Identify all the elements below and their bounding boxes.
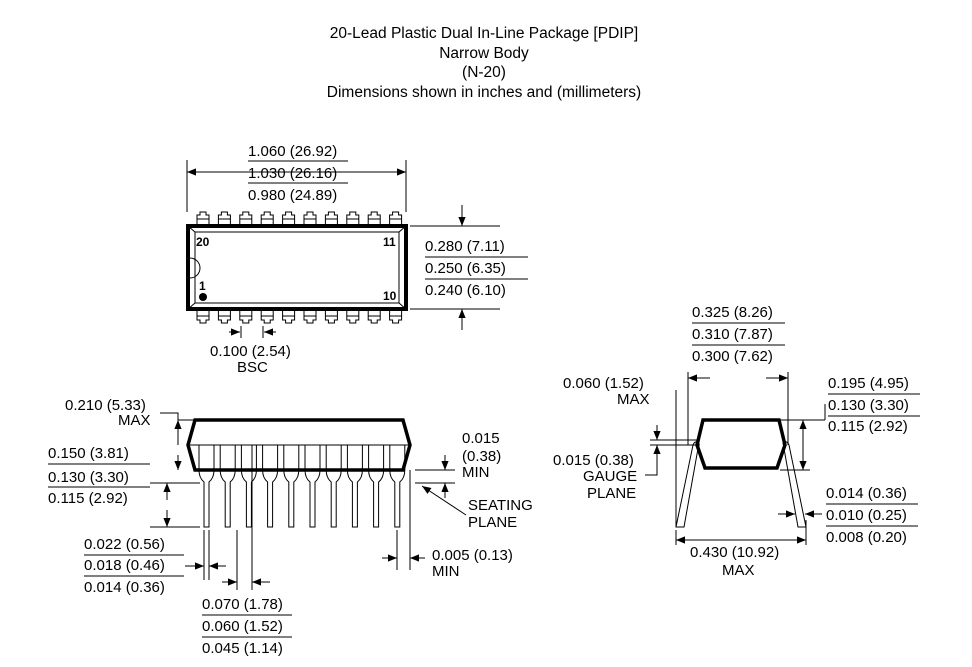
overall-width-max: MAX bbox=[722, 562, 755, 579]
pin-label-20: 20 bbox=[196, 235, 210, 249]
lead-thickness-min: 0.008 (0.20) bbox=[826, 529, 907, 546]
side-lead bbox=[389, 445, 406, 528]
height-max-label: MAX bbox=[118, 412, 151, 429]
row-spacing-max: 0.325 (8.26) bbox=[692, 304, 773, 321]
width-nom: 0.250 (6.35) bbox=[425, 260, 506, 277]
side-lead bbox=[346, 445, 363, 528]
side-lead bbox=[368, 445, 385, 528]
pin-label-1: 1 bbox=[199, 279, 206, 293]
side-lead bbox=[262, 445, 279, 528]
overall-width-value: 0.430 (10.92) bbox=[690, 544, 779, 561]
pin1-notch bbox=[189, 257, 201, 279]
body-height-min: 0.115 (2.92) bbox=[828, 418, 908, 435]
gauge-plane-label: PLANE bbox=[587, 485, 636, 502]
length-nom: 1.030 (26.16) bbox=[248, 165, 337, 182]
standoff-min: MIN bbox=[462, 464, 490, 481]
side-view: 0.210 (5.33) MAX 0.150 (3.81) 0.130 (3.3… bbox=[48, 397, 533, 657]
seating-label: SEATING bbox=[468, 497, 533, 514]
end-gap-min: MIN bbox=[432, 563, 460, 580]
title-line-4: Dimensions shown in inches and (millimet… bbox=[327, 84, 641, 101]
shoulder-width-max: 0.070 (1.78) bbox=[202, 596, 283, 613]
plane-label: PLANE bbox=[468, 514, 517, 531]
row-spacing-nom: 0.310 (7.87) bbox=[692, 326, 773, 343]
side-lead bbox=[198, 445, 215, 528]
lead-width-nom: 0.018 (0.46) bbox=[84, 557, 165, 574]
lead-length-max: 0.150 (3.81) bbox=[48, 445, 129, 462]
length-min: 0.980 (24.89) bbox=[248, 187, 337, 204]
lead-width-max: 0.022 (0.56) bbox=[84, 536, 165, 553]
end-lead-left bbox=[675, 441, 700, 528]
title-line-1: 20-Lead Plastic Dual In-Line Package [PD… bbox=[330, 25, 638, 42]
pin-label-11: 11 bbox=[383, 235, 396, 249]
shoulder-max-value: 0.060 (1.52) bbox=[563, 375, 644, 392]
shoulder-width-min: 0.045 (1.14) bbox=[202, 640, 283, 657]
side-lead bbox=[219, 445, 236, 528]
package-body-side bbox=[186, 418, 412, 472]
lead-thickness-max: 0.014 (0.36) bbox=[826, 485, 907, 502]
end-view: 0.325 (8.26) 0.310 (7.87) 0.300 (7.62) 0… bbox=[553, 304, 920, 579]
lead-length-nom: 0.130 (3.30) bbox=[48, 469, 129, 486]
package-body-end bbox=[695, 418, 787, 470]
body-height-max: 0.195 (4.95) bbox=[828, 375, 909, 392]
lead-thickness-nom: 0.010 (0.25) bbox=[826, 507, 907, 524]
length-max: 1.060 (26.92) bbox=[248, 143, 337, 160]
title-block: 20-Lead Plastic Dual In-Line Package [PD… bbox=[327, 25, 641, 101]
pitch-value: 0.100 (2.54) bbox=[210, 343, 291, 360]
shoulder-max-label: MAX bbox=[617, 391, 650, 408]
package-body-top bbox=[186, 224, 408, 311]
pin1-dot bbox=[199, 293, 207, 301]
side-view-leads bbox=[198, 445, 406, 528]
body-height-nom: 0.130 (3.30) bbox=[828, 397, 909, 414]
pin-label-10: 10 bbox=[383, 289, 397, 303]
gauge-plane-value: 0.015 (0.38) bbox=[553, 452, 634, 469]
top-view: 20 11 1 10 1.060 (26.92) 1.030 (26.16) 0… bbox=[186, 143, 528, 376]
end-gap-value: 0.005 (0.13) bbox=[432, 547, 513, 564]
title-line-2: Narrow Body bbox=[439, 45, 529, 62]
side-lead bbox=[304, 445, 321, 528]
height-max-value: 0.210 (5.33) bbox=[65, 397, 146, 414]
gauge-label: GAUGE bbox=[583, 468, 637, 485]
side-lead bbox=[325, 445, 342, 528]
side-lead bbox=[240, 445, 257, 528]
lead-width-min: 0.014 (0.36) bbox=[84, 579, 165, 596]
standoff-mm: (0.38) bbox=[462, 448, 501, 465]
title-line-3: (N-20) bbox=[462, 64, 506, 81]
side-lead bbox=[283, 445, 300, 528]
shoulder-width-nom: 0.060 (1.52) bbox=[202, 618, 283, 635]
standoff-value: 0.015 bbox=[462, 430, 500, 447]
pitch-bsc: BSC bbox=[237, 359, 268, 376]
width-min: 0.240 (6.10) bbox=[425, 282, 506, 299]
width-max: 0.280 (7.11) bbox=[425, 238, 505, 255]
row-spacing-min: 0.300 (7.62) bbox=[692, 348, 773, 365]
lead-length-min: 0.115 (2.92) bbox=[48, 490, 128, 507]
